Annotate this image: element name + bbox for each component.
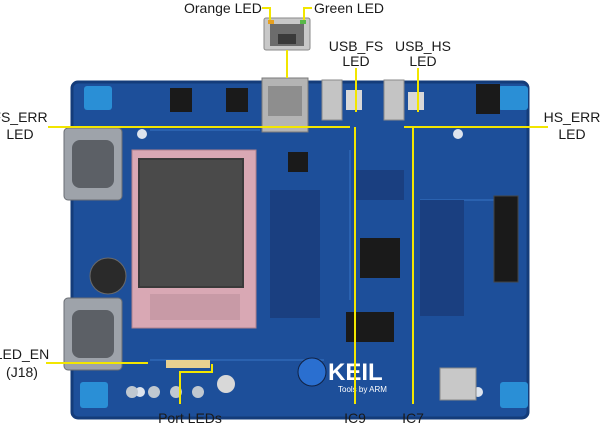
led-en-label-line2: (J18) bbox=[6, 364, 38, 380]
usb-fs-led-label-line1: USB_FS bbox=[329, 38, 383, 54]
usb-hs-led-label-line2: LED bbox=[409, 53, 436, 69]
battery bbox=[89, 257, 127, 295]
lcd-module bbox=[131, 149, 257, 329]
fs-err-led-label-line1: FS_ERR bbox=[0, 109, 48, 125]
ethernet-jack-inset bbox=[263, 17, 311, 51]
serial-connectors bbox=[63, 127, 123, 371]
sd-card-slot bbox=[439, 367, 477, 401]
led-en-label-line1: LED_EN bbox=[0, 346, 49, 362]
fs-err-led-label-line2: LED bbox=[6, 126, 33, 142]
usb-hs-led-label-line1: USB_HS bbox=[395, 38, 451, 54]
hs-err-led-label-line1: HS_ERR bbox=[544, 109, 600, 125]
green-led-label: Green LED bbox=[314, 0, 384, 16]
ic7-label: IC7 bbox=[402, 410, 424, 426]
hs-err-led-label-line2: LED bbox=[558, 126, 585, 142]
orange-led-indicator bbox=[268, 20, 274, 24]
usb-fs-led-label-line2: LED bbox=[342, 53, 369, 69]
jtag-connector bbox=[493, 195, 519, 283]
orange-led-label: Orange LED bbox=[184, 0, 262, 16]
potentiometer bbox=[297, 357, 327, 387]
keil-logo: KEIL Tools by ARM bbox=[324, 354, 404, 394]
callout-lines bbox=[46, 7, 548, 404]
port-led-row bbox=[166, 360, 210, 368]
port-leds-label: Port LEDs bbox=[158, 410, 222, 426]
top-connectors bbox=[170, 77, 500, 133]
pin-headers bbox=[270, 170, 464, 318]
keil-tagline-text: Tools by ARM bbox=[338, 385, 387, 394]
corner-pads bbox=[80, 86, 528, 408]
green-led-indicator bbox=[300, 20, 306, 24]
ic9-label: IC9 bbox=[344, 410, 366, 426]
